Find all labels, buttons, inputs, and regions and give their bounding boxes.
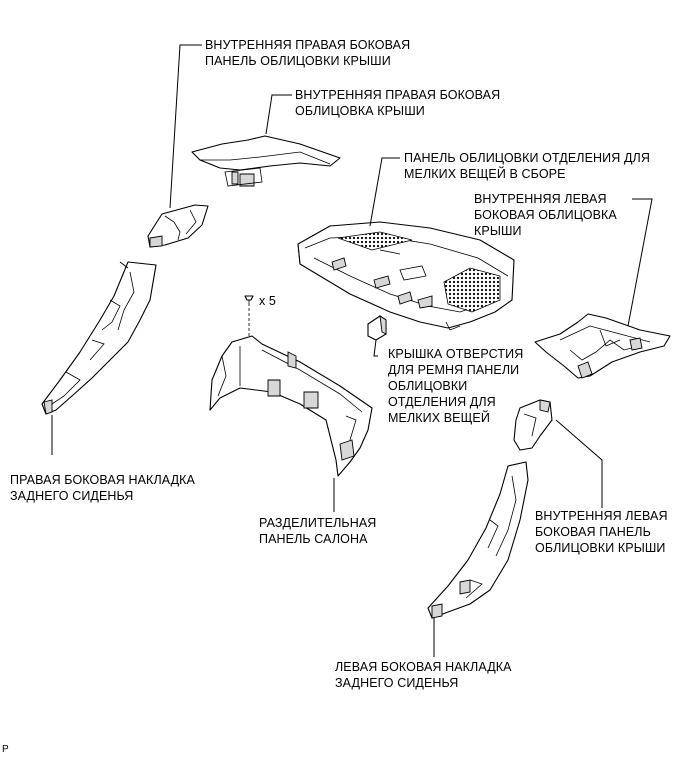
label-right-roof-side-panel: ВНУТРЕННЯЯ ПРАВАЯ БОКОВАЯ ПАНЕЛЬ ОБЛИЦОВ… [205,37,410,69]
room-partition-panel-part [209,335,373,477]
left-roof-side-trim-part [534,313,671,379]
label-line: БОКОВАЯ ОБЛИЦОВКА [474,208,617,222]
label-line: ПАНЕЛЬ САЛОНА [259,532,368,546]
leader-lines [51,44,653,657]
left-roof-side-panel-part [513,399,553,451]
right-seat-side-garnish-part [41,261,157,415]
clip-part [244,295,254,338]
clip-quantity: x 5 [259,294,276,308]
label-line: МЕЛКИХ ВЕЩЕЙ В СБОРЕ [404,167,566,181]
corner-code: P [2,744,9,755]
label-line: ПАНЕЛЬ ОБЛИЦОВКИ ОТДЕЛЕНИЯ ДЛЯ [404,151,650,165]
label-line: ВНУТРЕННЯЯ ЛЕВАЯ [535,509,668,523]
label-left-roof-side-panel: ВНУТРЕННЯЯ ЛЕВАЯ БОКОВАЯ ПАНЕЛЬ ОБЛИЦОВК… [535,508,668,556]
belt-hole-cover-part [367,315,387,341]
label-belt-hole-cover: КРЫШКА ОТВЕРСТИЯ ДЛЯ РЕМНЯ ПАНЕЛИ ОБЛИЦО… [388,346,523,426]
label-room-partition-panel: РАЗДЕЛИТЕЛЬНАЯ ПАНЕЛЬ САЛОНА [259,515,376,547]
label-line: ПРАВАЯ БОКОВАЯ НАКЛАДКА [10,473,195,487]
label-left-roof-side-trim: ВНУТРЕННЯЯ ЛЕВАЯ БОКОВАЯ ОБЛИЦОВКА КРЫШИ [474,191,617,239]
label-line: ОТДЕЛЕНИЯ ДЛЯ [388,395,496,409]
label-line: ОБЛИЦОВКИ КРЫШИ [535,541,666,555]
label-line: ВНУТРЕННЯЯ ЛЕВАЯ [474,192,607,206]
label-line: ЗАДНЕГО СИДЕНЬЯ [335,676,459,690]
label-line: ЗАДНЕГО СИДЕНЬЯ [10,489,134,503]
label-line: КРЫШИ [474,224,522,238]
label-line: ОБЛИЦОВКА КРЫШИ [295,104,425,118]
label-right-roof-side-trim: ВНУТРЕННЯЯ ПРАВАЯ БОКОВАЯ ОБЛИЦОВКА КРЫШ… [295,87,500,119]
label-line: ПАНЕЛЬ ОБЛИЦОВКИ КРЫШИ [205,54,391,68]
label-left-seat-side-garnish: ЛЕВАЯ БОКОВАЯ НАКЛАДКА ЗАДНЕГО СИДЕНЬЯ [335,659,512,691]
right-roof-side-trim-part [191,135,341,187]
label-line: ВНУТРЕННЯЯ ПРАВАЯ БОКОВАЯ [205,38,411,52]
label-line: КРЫШКА ОТВЕРСТИЯ [388,347,524,361]
label-line: ДЛЯ РЕМНЯ ПАНЕЛИ [388,363,520,377]
label-line: МЕЛКИХ ВЕЩЕЙ [388,411,490,425]
label-line: ВНУТРЕННЯЯ ПРАВАЯ БОКОВАЯ [295,88,501,102]
label-line: ОБЛИЦОВКИ [388,379,468,393]
left-seat-side-garnish-part [427,461,529,619]
label-line: ЛЕВАЯ БОКОВАЯ НАКЛАДКА [335,660,512,674]
label-package-tray-panel: ПАНЕЛЬ ОБЛИЦОВКИ ОТДЕЛЕНИЯ ДЛЯ МЕЛКИХ ВЕ… [404,150,650,182]
label-right-seat-side-garnish: ПРАВАЯ БОКОВАЯ НАКЛАДКА ЗАДНЕГО СИДЕНЬЯ [10,472,195,504]
right-roof-side-panel-part [147,204,209,248]
label-line: БОКОВАЯ ПАНЕЛЬ [535,525,651,539]
label-line: РАЗДЕЛИТЕЛЬНАЯ [259,516,377,530]
package-tray-panel-part [297,221,515,331]
